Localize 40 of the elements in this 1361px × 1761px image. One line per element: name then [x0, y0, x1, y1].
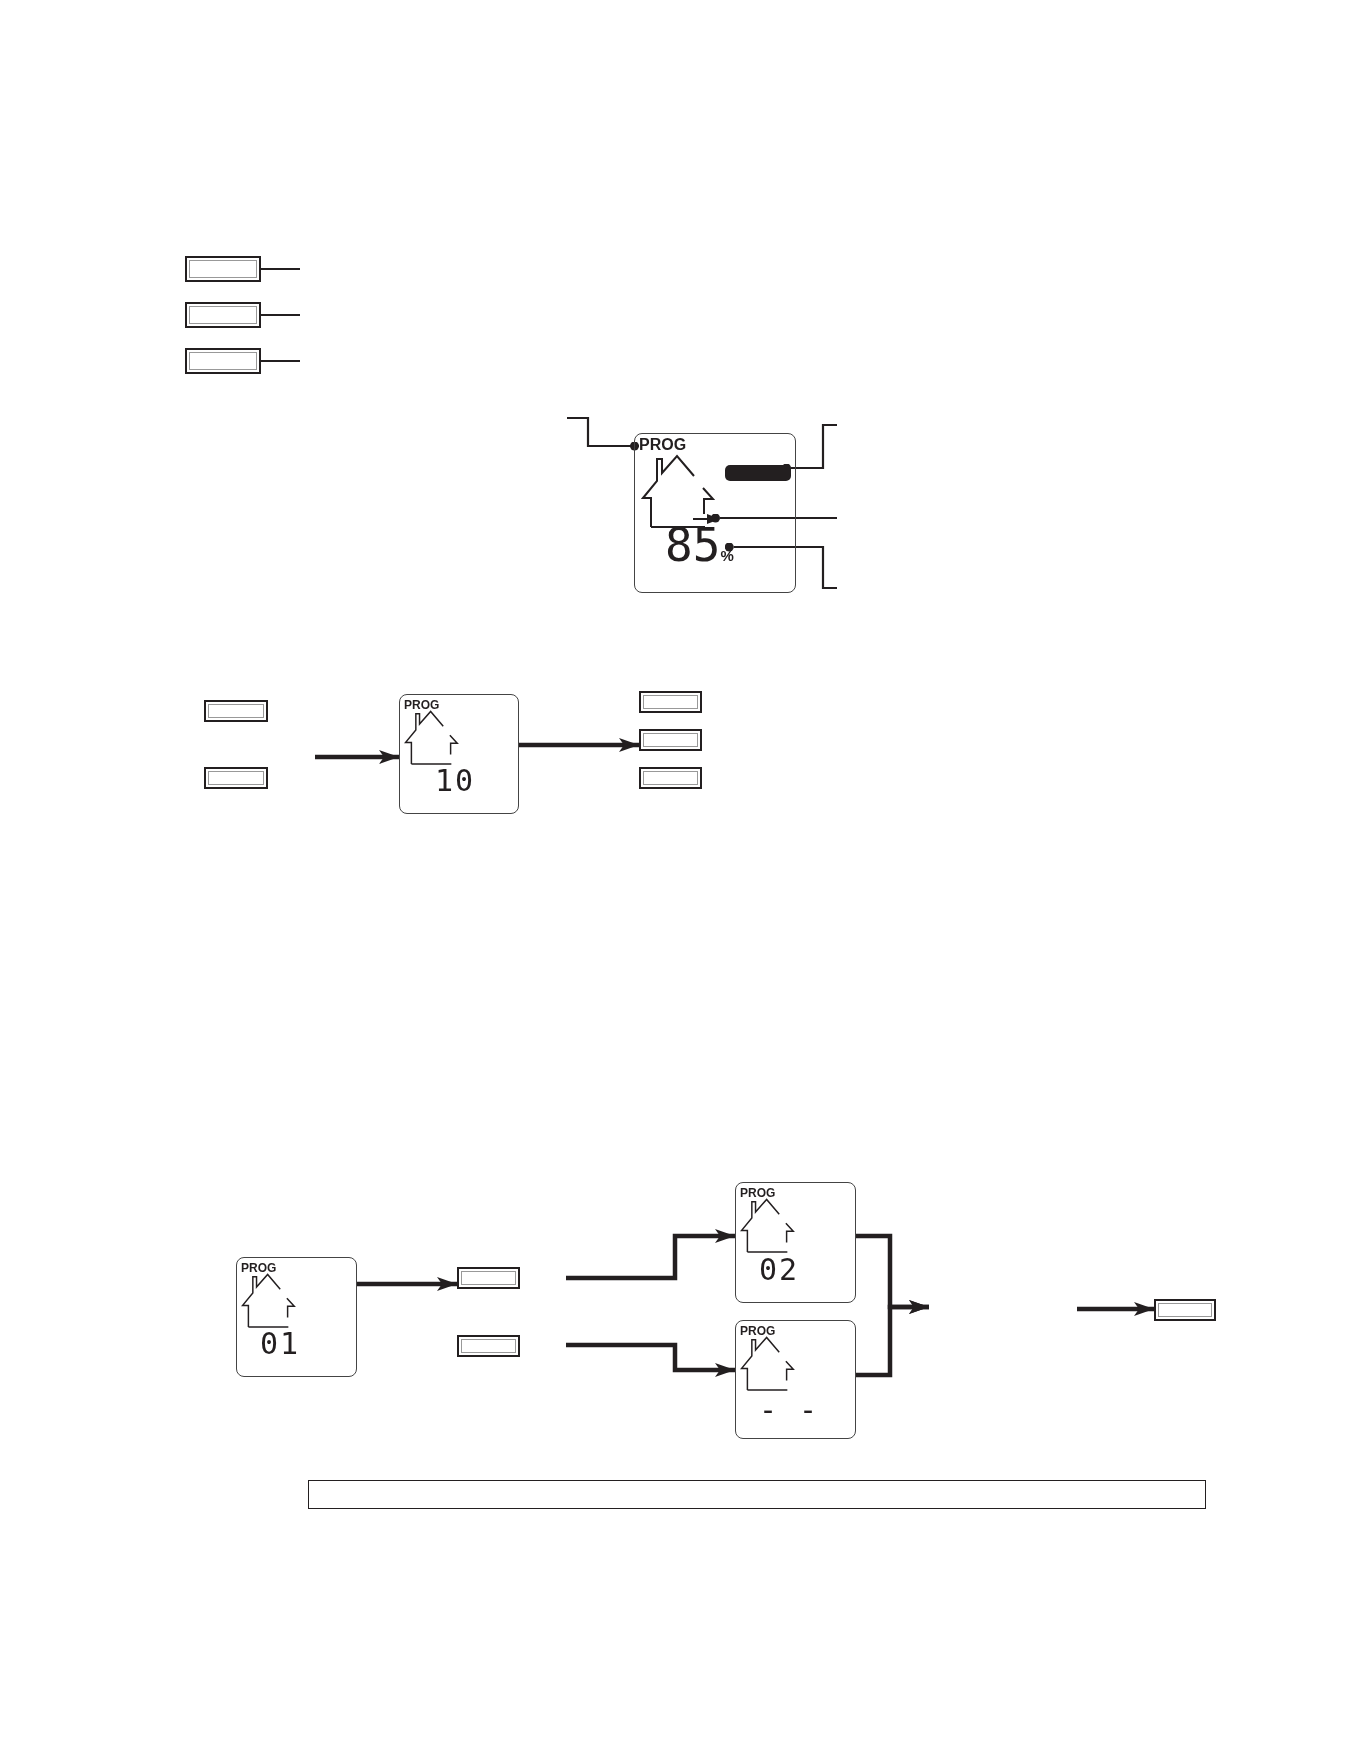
arrow [357, 1277, 457, 1291]
display-label: PROG [404, 699, 440, 711]
arrow [566, 1342, 735, 1377]
push-button [457, 1267, 520, 1289]
arrow [315, 750, 399, 764]
push-button [185, 348, 261, 374]
note-frame [308, 1480, 1206, 1509]
percent-sign: % [720, 547, 734, 564]
arrow [519, 738, 639, 752]
push-button [639, 767, 702, 789]
push-button [639, 691, 702, 713]
lcd-display [399, 694, 519, 814]
digit-readout: 01 [260, 1329, 301, 1359]
digit-readout: 85 [665, 518, 721, 572]
indicator-bar [725, 465, 791, 481]
leader-line [724, 542, 837, 590]
display-label: PROG [639, 436, 687, 453]
push-button [639, 729, 702, 751]
digit-readout: 02 [759, 1255, 800, 1285]
push-button [185, 256, 261, 282]
digit-readout: - - [759, 1395, 820, 1425]
leader-line [567, 416, 639, 451]
push-button [1154, 1299, 1216, 1321]
lcd-display [236, 1257, 357, 1377]
display-label: PROG [740, 1325, 776, 1337]
arrow-icon [693, 513, 720, 525]
push-button [457, 1335, 520, 1357]
arrow [566, 1229, 735, 1281]
push-button [204, 700, 268, 722]
push-button [204, 767, 268, 789]
digit-readout: 10 [435, 766, 476, 796]
arrow [856, 1300, 929, 1378]
display-label: PROG [241, 1262, 277, 1274]
lcd-display [735, 1182, 856, 1303]
display-label: PROG [740, 1187, 776, 1199]
arrow [1077, 1302, 1154, 1316]
lcd-display [634, 433, 796, 593]
lcd-display [735, 1320, 856, 1439]
push-button [185, 302, 261, 328]
leader-line [711, 513, 837, 523]
